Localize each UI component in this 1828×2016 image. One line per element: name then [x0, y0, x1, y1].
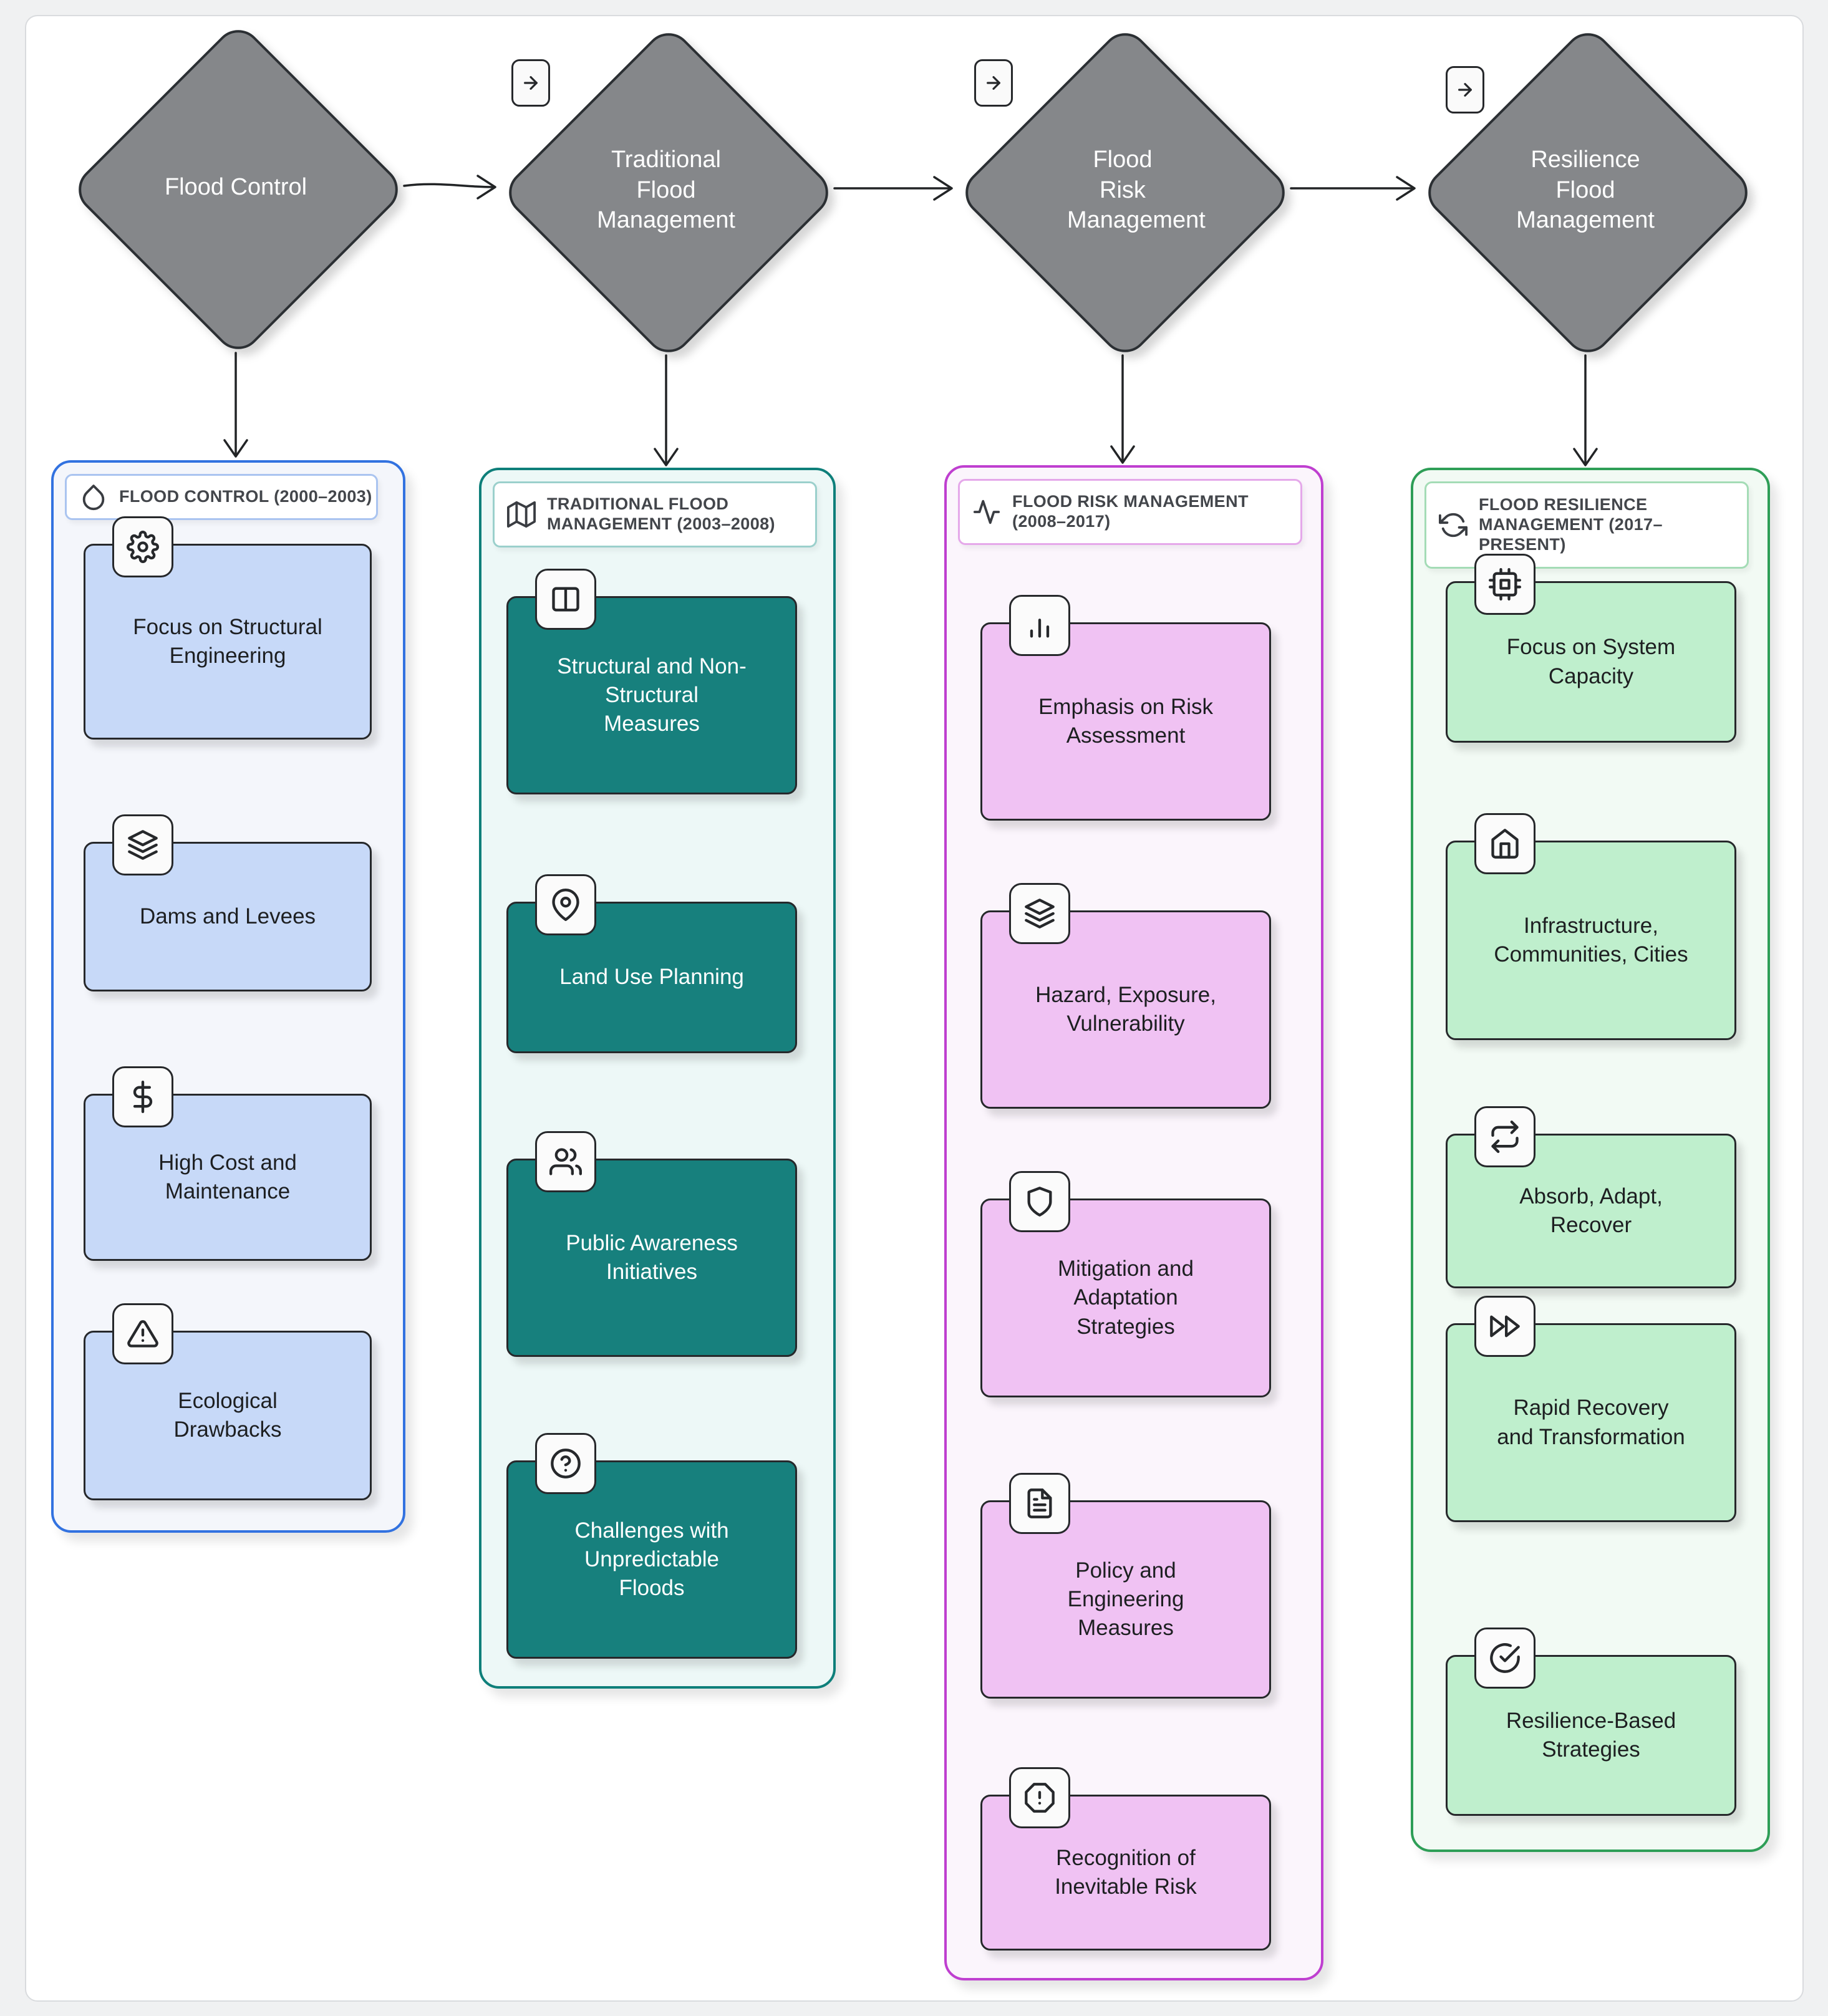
layers-icon — [1009, 883, 1070, 944]
node-absorb-adapt-recover: Absorb, Adapt, Recover — [1446, 1134, 1736, 1288]
refresh-icon — [1439, 513, 1468, 538]
arrow-right-icon — [1458, 83, 1472, 97]
node-label: Recognition of Inevitable Risk — [1055, 1845, 1197, 1899]
header-title: TRADITIONAL FLOOD MANAGEMENT (2003–2008) — [547, 494, 775, 533]
activity-icon — [973, 499, 1000, 524]
node-label: Focus on Structural Engineering — [133, 614, 322, 668]
fast-forward-icon — [1474, 1296, 1535, 1357]
node-label: Policy and Engineering Measures — [1067, 1558, 1184, 1641]
header-flood-control: FLOOD CONTROL (2000–2003) — [65, 474, 378, 520]
shield-icon — [1009, 1171, 1070, 1232]
node-resilience-based-strategies: Resilience-Based Strategies — [1446, 1655, 1736, 1816]
node-label: Ecological Drawbacks — [173, 1388, 282, 1442]
header-flood-resilience-management: FLOOD RESILIENCE MANAGEMENT (2017–PRESEN… — [1424, 481, 1749, 569]
dollar-icon — [112, 1066, 173, 1127]
diamond-resilience-flood-management: Resilience Flood Management — [1418, 23, 1758, 362]
diamond-label: Traditional Flood Management — [597, 147, 735, 234]
node-label: High Cost and Maintenance — [158, 1150, 297, 1203]
header-title: FLOOD RISK MANAGEMENT (2008–2017) — [1012, 492, 1249, 531]
diamond-traditional-flood-management: Traditional Flood Management — [499, 23, 838, 362]
node-label: Land Use Planning — [559, 965, 744, 990]
file-text-icon — [1009, 1473, 1070, 1534]
node-public-awareness: Public Awareness Initiatives — [506, 1159, 797, 1357]
bar-chart-icon — [1009, 595, 1070, 656]
check-circle-icon — [1474, 1628, 1535, 1689]
cpu-icon — [1474, 554, 1535, 615]
node-label: Public Awareness Initiatives — [566, 1230, 738, 1284]
header-title: FLOOD CONTROL (2000–2003) — [119, 487, 372, 506]
node-label: Infrastructure, Communities, Cities — [1494, 913, 1688, 967]
node-label: Absorb, Adapt, Recover — [1519, 1184, 1663, 1237]
header-traditional-flood-management: TRADITIONAL FLOOD MANAGEMENT (2003–2008) — [493, 481, 817, 547]
map-pin-icon — [535, 874, 596, 935]
repeat-icon — [1474, 1106, 1535, 1167]
arrow-right-icon — [987, 76, 1000, 90]
header-flood-risk-management: FLOOD RISK MANAGEMENT (2008–2017) — [958, 479, 1302, 545]
node-label: Hazard, Exposure, Vulnerability — [1035, 982, 1216, 1036]
badge-traditional — [511, 59, 550, 107]
alert-triangle-icon — [112, 1303, 173, 1364]
diamond-flood-control: Flood Control — [69, 20, 408, 359]
node-label: Dams and Levees — [139, 904, 316, 928]
node-label: Rapid Recovery and Transformation — [1497, 1396, 1685, 1449]
diamond-label: Flood Control — [164, 173, 307, 200]
diamond-flood-risk-management: Flood Risk Management — [955, 23, 1295, 362]
columns-icon — [535, 569, 596, 630]
home-icon — [1474, 813, 1535, 874]
badge-risk — [974, 59, 1013, 107]
node-label: Challenges with Unpredictable Floods — [574, 1518, 729, 1601]
node-label: Structural and Non-Structural Measures — [557, 654, 747, 736]
header-title: FLOOD RESILIENCE MANAGEMENT (2017–PRESEN… — [1479, 495, 1663, 554]
node-structural-nonstructural: Structural and Non-Structural Measures — [506, 596, 797, 794]
users-icon — [535, 1131, 596, 1192]
layers-icon — [112, 814, 173, 875]
badge-resilience — [1446, 66, 1484, 113]
gear-icon — [112, 516, 173, 577]
alert-octagon-icon — [1009, 1767, 1070, 1828]
node-label: Focus on System Capacity — [1506, 635, 1676, 688]
node-label: Resilience-Based Strategies — [1506, 1708, 1676, 1762]
node-land-use-planning: Land Use Planning — [506, 902, 797, 1053]
node-label: Mitigation and Adaptation Strategies — [1058, 1256, 1194, 1339]
node-label: Emphasis on Risk Assessment — [1038, 694, 1214, 748]
help-circle-icon — [535, 1433, 596, 1494]
arrow-right-icon — [524, 76, 538, 90]
diamond-label: Resilience Flood Management — [1516, 147, 1655, 234]
droplet-icon — [82, 485, 105, 511]
diamond-label: Flood Risk Management — [1067, 147, 1206, 234]
map-icon — [507, 501, 536, 528]
